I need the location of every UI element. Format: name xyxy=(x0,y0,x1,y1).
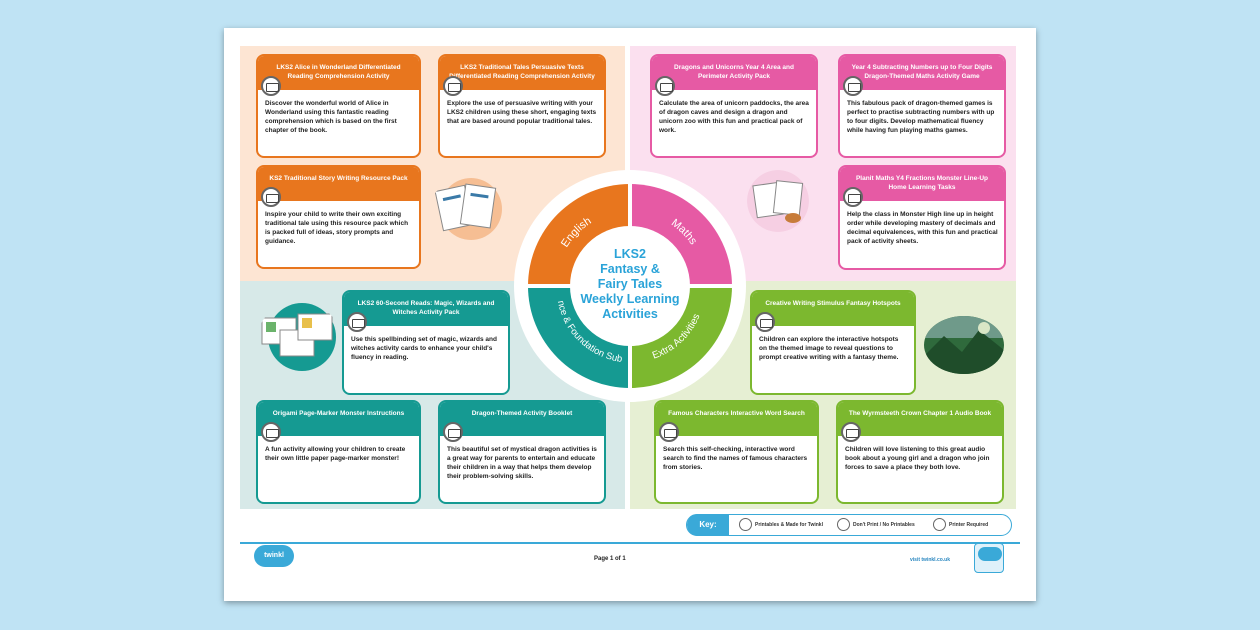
fantasy-image-thumbnail xyxy=(924,316,1004,374)
card-description: Calculate the area of unicorn paddocks, … xyxy=(659,100,809,134)
title-line-4: Weekly Learning xyxy=(580,292,679,306)
printer-required-icon xyxy=(933,518,946,532)
maths-card[interactable]: Dragons and Unicorns Year 4 Area and Per… xyxy=(650,54,818,158)
subject-wheel: English Maths Science & Foundation Subje… xyxy=(514,170,746,402)
resource-thumbnail xyxy=(258,302,340,372)
key-legend: Key: Printables & Made for Twinkl Don't … xyxy=(686,513,1012,536)
card-title: The Wyrmsteeth Crown Chapter 1 Audio Boo… xyxy=(838,402,1002,436)
printer-icon xyxy=(739,518,752,532)
card-description: Inspire your child to write their own ex… xyxy=(265,211,409,245)
card-description: Search this self-checking, interactive w… xyxy=(663,446,808,471)
science-card[interactable]: LKS2 60-Second Reads: Magic, Wizards and… xyxy=(342,290,510,395)
card-description: This fabulous pack of dragon-themed game… xyxy=(847,100,995,134)
maths-card[interactable]: Planit Maths Y4 Fractions Monster Line-U… xyxy=(838,165,1006,270)
twinkl-logo[interactable]: twinkl xyxy=(254,545,294,567)
key-item: Printables & Made for Twinkl xyxy=(739,518,823,532)
page-number: Page 1 of 1 xyxy=(594,556,626,562)
resource-thumbnail xyxy=(429,178,514,240)
printable-icon xyxy=(261,187,281,207)
card-description: Explore the use of persuasive writing wi… xyxy=(447,100,597,125)
card-title: LKS2 60-Second Reads: Magic, Wizards and… xyxy=(344,292,508,326)
website-link[interactable]: visit twinkl.co.uk xyxy=(910,557,951,563)
science-card[interactable]: Dragon-Themed Activity Booklet This beau… xyxy=(438,400,606,504)
card-description: Use this spellbinding set of magic, wiza… xyxy=(351,336,497,361)
no-print-icon xyxy=(837,518,850,532)
card-description: A fun activity allowing your children to… xyxy=(265,446,406,462)
footer-divider xyxy=(240,542,1020,544)
card-description: This beautiful set of mystical dragon ac… xyxy=(447,446,597,480)
resource-thumbnail xyxy=(747,170,809,232)
extra-card[interactable]: Famous Characters Interactive Word Searc… xyxy=(654,400,819,504)
card-description: Children can explore the interactive hot… xyxy=(759,336,899,361)
card-title: Origami Page-Marker Monster Instructions xyxy=(258,402,419,436)
card-title: Creative Writing Stimulus Fantasy Hotspo… xyxy=(752,292,914,326)
card-title: LKS2 Traditional Tales Persuasive Texts … xyxy=(440,56,604,90)
printable-icon xyxy=(443,76,463,96)
printable-icon xyxy=(443,422,463,442)
printable-icon xyxy=(655,76,675,96)
english-card[interactable]: LKS2 Traditional Tales Persuasive Texts … xyxy=(438,54,606,158)
key-label: Key: xyxy=(687,513,729,536)
twinkl-badge-icon xyxy=(974,543,1004,573)
title-line-5: Activities xyxy=(602,307,658,321)
card-description: Discover the wonderful world of Alice in… xyxy=(265,100,397,134)
card-title: Dragons and Unicorns Year 4 Area and Per… xyxy=(652,56,816,90)
title-line-2: Fantasy & xyxy=(600,262,660,276)
card-title: Dragon-Themed Activity Booklet xyxy=(440,402,604,436)
extra-card[interactable]: Creative Writing Stimulus Fantasy Hotspo… xyxy=(750,290,916,395)
printable-icon xyxy=(659,422,679,442)
maths-card[interactable]: Year 4 Subtracting Numbers up to Four Di… xyxy=(838,54,1006,158)
card-title: Planit Maths Y4 Fractions Monster Line-U… xyxy=(840,167,1004,201)
card-title: KS2 Traditional Story Writing Resource P… xyxy=(258,167,419,201)
printable-icon xyxy=(841,422,861,442)
key-item: Printer Required xyxy=(933,518,988,532)
printable-icon xyxy=(843,76,863,96)
title-line-3: Fairy Tales xyxy=(598,277,662,291)
printable-icon xyxy=(261,76,281,96)
card-description: Children will love listening to this gre… xyxy=(845,446,990,471)
extra-card[interactable]: The Wyrmsteeth Crown Chapter 1 Audio Boo… xyxy=(836,400,1004,504)
printable-icon xyxy=(261,422,281,442)
printable-icon xyxy=(755,312,775,332)
printable-icon xyxy=(843,187,863,207)
science-card[interactable]: Origami Page-Marker Monster Instructions… xyxy=(256,400,421,504)
card-title: Year 4 Subtracting Numbers up to Four Di… xyxy=(840,56,1004,90)
title-line-1: LKS2 xyxy=(614,247,646,261)
english-card[interactable]: KS2 Traditional Story Writing Resource P… xyxy=(256,165,421,269)
key-item: Don't Print / No Printables xyxy=(837,518,915,532)
card-description: Help the class in Monster High line up i… xyxy=(847,211,998,245)
worksheet-page: LKS2 Alice in Wonderland Differentiated … xyxy=(224,28,1036,601)
printable-icon xyxy=(347,312,367,332)
english-card[interactable]: LKS2 Alice in Wonderland Differentiated … xyxy=(256,54,421,158)
card-title: Famous Characters Interactive Word Searc… xyxy=(656,402,817,436)
card-title: LKS2 Alice in Wonderland Differentiated … xyxy=(258,56,419,90)
